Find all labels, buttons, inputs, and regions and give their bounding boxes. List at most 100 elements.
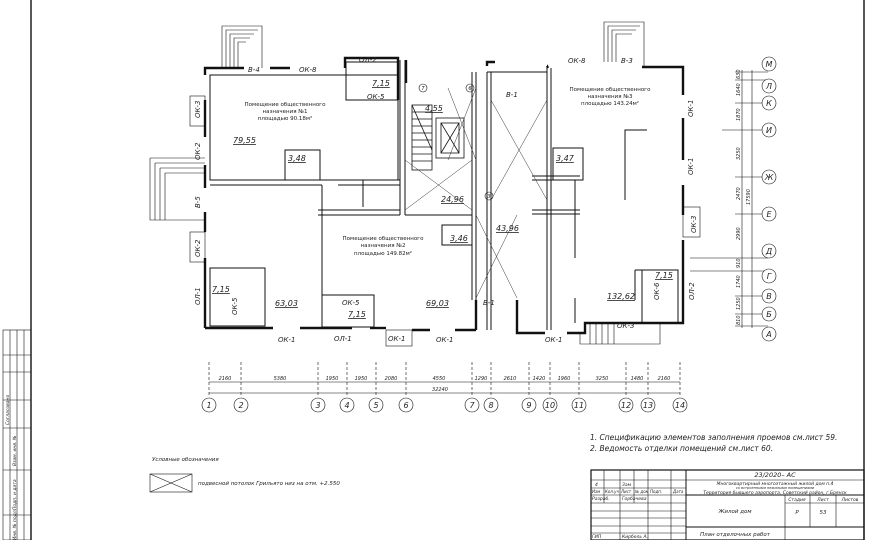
svg-text:1950: 1950 — [326, 376, 339, 382]
svg-text:Помещение общественного: Помещение общественного — [570, 87, 652, 93]
marker-6: 6 — [468, 86, 471, 92]
marker-7: 7 — [421, 86, 425, 92]
svg-text:43,96: 43,96 — [496, 224, 519, 233]
svg-text:910: 910 — [736, 258, 742, 268]
svg-text:ОК-1: ОК-1 — [278, 336, 295, 344]
svg-text:3250: 3250 — [736, 147, 742, 160]
svg-text:И: И — [766, 126, 772, 135]
svg-text:13: 13 — [643, 401, 653, 410]
tb-row-num: 4 — [595, 482, 598, 488]
svg-text:1640: 1640 — [736, 83, 742, 96]
svg-text:8: 8 — [488, 401, 493, 410]
horizontal-dimension-lines — [208, 362, 681, 397]
svg-text:9: 9 — [526, 401, 531, 410]
tb-hdr-list: Лист — [620, 489, 632, 494]
svg-text:В: В — [766, 292, 772, 301]
svg-text:1480: 1480 — [631, 376, 644, 382]
tb-hdr-izm: Изм — [592, 489, 600, 494]
horizontal-axis-bubbles — [201, 397, 688, 413]
svg-text:63,03: 63,03 — [275, 299, 298, 308]
svg-text:1740: 1740 — [736, 275, 742, 288]
tb-gip-name: Кирбель А. — [622, 534, 648, 540]
svg-text:1290: 1290 — [475, 376, 488, 382]
tb-sheet-num: 53 — [820, 510, 827, 516]
vertical-dimension-values: 630 1640 1870 3250 2470 2990 910 1740 12… — [736, 69, 752, 325]
svg-text:7: 7 — [469, 401, 475, 410]
side-inv-orig-label: Инв. № подл. — [12, 509, 18, 540]
svg-text:ОК-6: ОК-6 — [653, 282, 661, 300]
svg-text:32240: 32240 — [432, 387, 448, 393]
svg-text:3,47: 3,47 — [556, 154, 575, 163]
svg-text:5: 5 — [373, 401, 378, 410]
tb-project-line2: со встроенными нежилыми помещениями — [736, 486, 815, 490]
svg-text:1250: 1250 — [736, 297, 742, 310]
svg-text:В-1: В-1 — [483, 299, 495, 307]
svg-text:площадью 143.24м²: площадью 143.24м² — [581, 100, 639, 107]
svg-text:назначения №1: назначения №1 — [263, 109, 308, 115]
side-stamp — [2, 329, 32, 540]
horizontal-dimension-values: 2160 5380 1950 1950 2080 4550 1290 2610 … — [219, 376, 671, 393]
tb-project-line3: Территория бывшего аэропорта. Советский … — [703, 490, 847, 496]
svg-text:Помещение общественного: Помещение общественного — [343, 236, 425, 242]
tb-dev-role: Разраб. — [592, 496, 610, 502]
svg-text:ОК-2: ОК-2 — [194, 142, 202, 160]
svg-text:ОК-1: ОК-1 — [436, 336, 453, 344]
tb-hdr-date: Дата — [672, 489, 684, 494]
svg-text:3: 3 — [315, 401, 320, 410]
building-walls — [149, 21, 701, 347]
svg-text:7,15: 7,15 — [348, 310, 366, 319]
svg-text:В-3: В-3 — [621, 57, 633, 65]
room-1-title: Помещение общественного назначения №1 пл… — [245, 102, 327, 122]
svg-text:ОЛ-1: ОЛ-1 — [334, 335, 352, 343]
svg-text:А: А — [765, 330, 771, 339]
svg-text:1420: 1420 — [533, 376, 546, 382]
svg-text:ОК-1: ОК-1 — [545, 336, 562, 344]
svg-text:12: 12 — [621, 401, 631, 410]
svg-text:2610: 2610 — [504, 376, 517, 382]
legend-item-text: подвесной потолок Грильято низ на отм. +… — [198, 481, 340, 487]
room-markers — [418, 83, 494, 201]
svg-text:Ж: Ж — [764, 173, 774, 182]
svg-text:2: 2 — [238, 401, 243, 410]
svg-text:ОК-1: ОК-1 — [388, 335, 405, 343]
svg-text:810: 810 — [736, 315, 742, 325]
svg-text:ОК-8: ОК-8 — [568, 57, 586, 65]
tb-row-zam: Зам — [622, 482, 632, 488]
svg-text:ОК-8: ОК-8 — [299, 66, 317, 74]
tb-hdr-kol: Кол.уч — [605, 489, 619, 494]
svg-text:14: 14 — [675, 401, 685, 410]
svg-text:1: 1 — [206, 401, 211, 410]
room-areas: 79,55 3,48 7,15 4,55 24,96 3,46 43,96 3,… — [212, 79, 673, 319]
tb-building: Жилой дом — [717, 509, 751, 515]
svg-text:2990: 2990 — [736, 227, 742, 240]
svg-text:7,15: 7,15 — [372, 79, 390, 88]
svg-text:2160: 2160 — [219, 376, 232, 382]
vertical-dimension-lines — [690, 70, 768, 328]
svg-text:Г: Г — [767, 272, 772, 281]
svg-text:ОК-1: ОК-1 — [687, 100, 695, 117]
svg-text:1960: 1960 — [558, 376, 571, 382]
svg-text:24,96: 24,96 — [441, 195, 464, 204]
svg-text:назначения №3: назначения №3 — [588, 94, 633, 100]
svg-text:2470: 2470 — [736, 187, 742, 200]
svg-text:4: 4 — [344, 401, 349, 410]
svg-text:5380: 5380 — [274, 376, 287, 382]
svg-text:79,55: 79,55 — [233, 136, 256, 145]
legend-ceiling-symbol — [149, 473, 193, 493]
horizontal-axis-labels: 1 2 3 4 5 6 7 8 9 10 11 12 13 14 — [206, 401, 685, 410]
svg-text:2080: 2080 — [385, 376, 398, 382]
svg-text:площадью 149.82м²: площадью 149.82м² — [354, 250, 412, 257]
svg-text:11: 11 — [574, 401, 584, 410]
tb-dev-name: Горбачева — [622, 496, 647, 502]
note-1: 1. Спецификацию элементов заполнения про… — [590, 433, 837, 442]
opening-labels: В-4 ОК-8 ОЛ-2 ОК-5 ОК-3 ОК-2 В-5 ОК-2 ОЛ… — [194, 56, 698, 344]
svg-text:1950: 1950 — [355, 376, 368, 382]
svg-text:ОК-5: ОК-5 — [231, 297, 239, 315]
svg-text:ОК-1: ОК-1 — [687, 158, 695, 175]
tb-doc-code: 23/2020– АС — [754, 471, 796, 479]
svg-text:132,62: 132,62 — [607, 292, 635, 301]
tb-sheet-hdr: Лист — [816, 497, 829, 503]
svg-text:ОК-3: ОК-3 — [690, 216, 698, 233]
svg-text:1870: 1870 — [736, 108, 742, 121]
svg-text:2160: 2160 — [658, 376, 671, 382]
